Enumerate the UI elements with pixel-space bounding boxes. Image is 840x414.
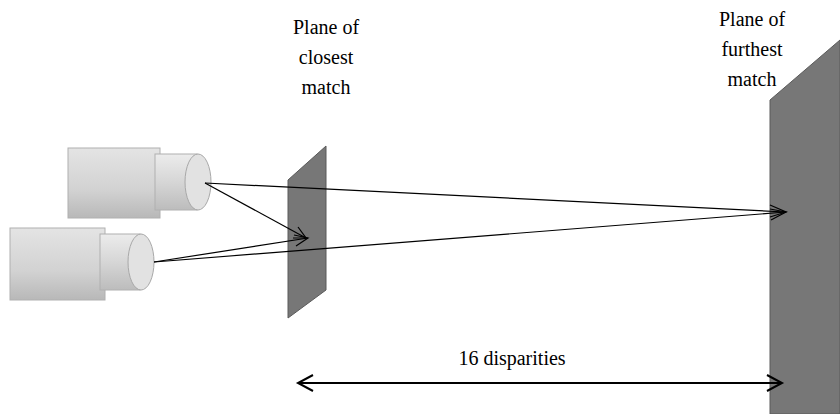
camera [10, 228, 154, 300]
camera [68, 148, 211, 218]
plane-label: Plane of furthest match [707, 4, 797, 94]
plane-label: Plane of closest match [281, 12, 371, 102]
far-plane [770, 40, 840, 414]
range-arrow [298, 375, 782, 391]
dimension-label: 16 disparities [458, 343, 565, 373]
near-plane [288, 146, 326, 318]
ray-lines [154, 183, 786, 262]
